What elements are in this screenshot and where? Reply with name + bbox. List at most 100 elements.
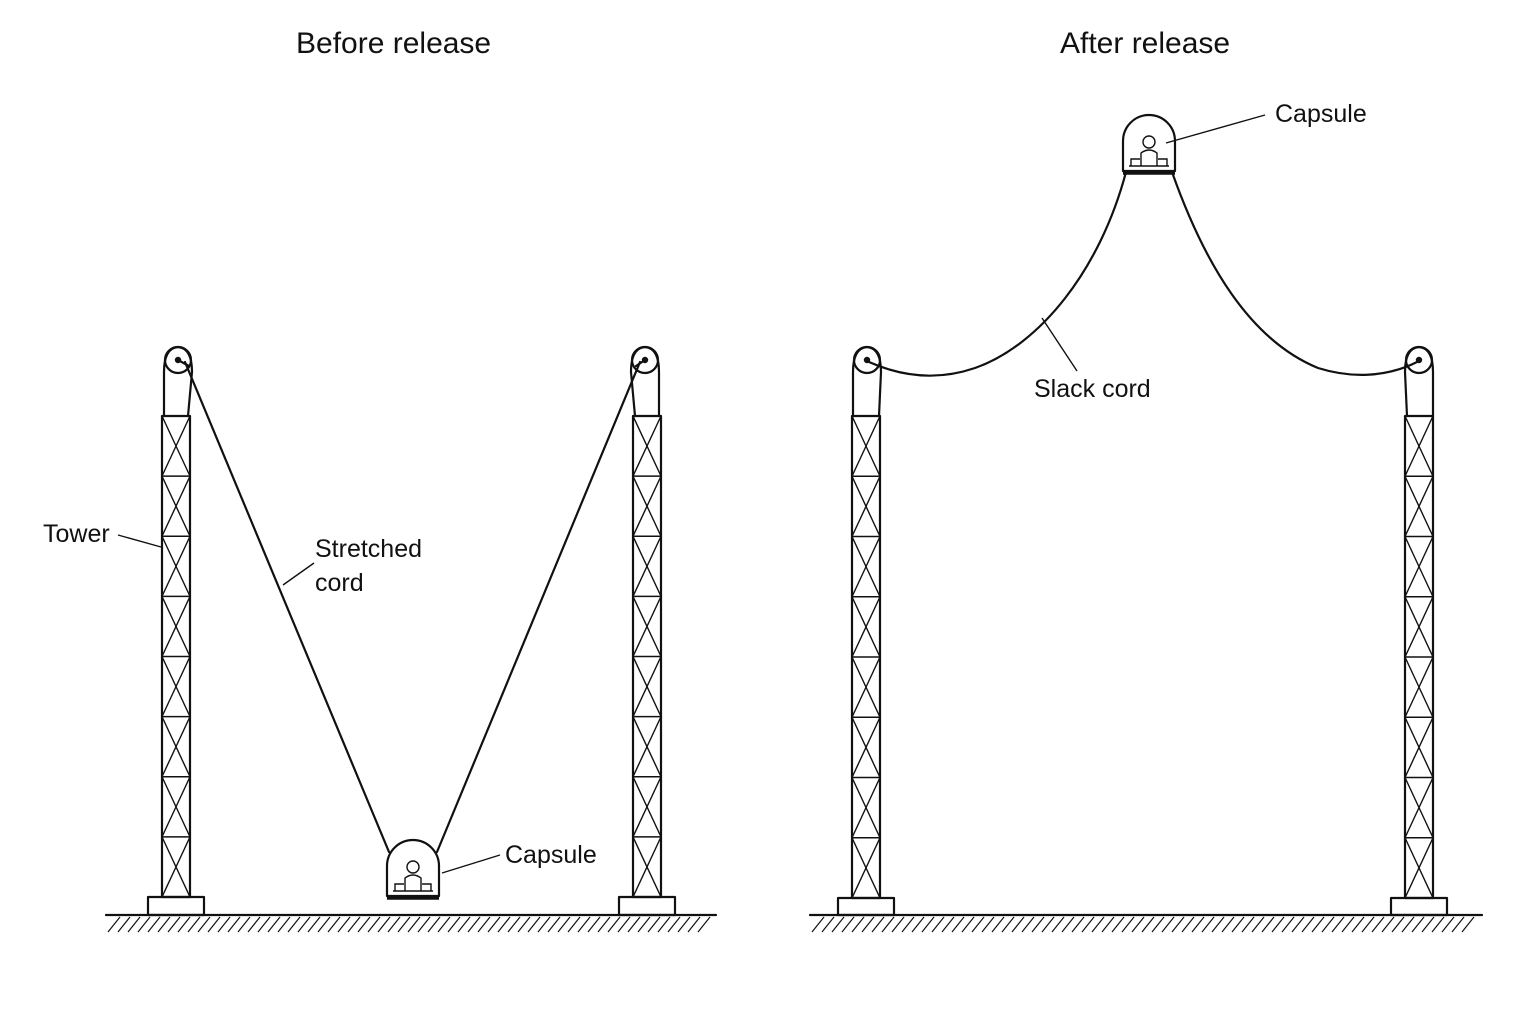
ground-hatch-line [1251, 916, 1265, 933]
pulley-wheel-icon [852, 345, 882, 375]
ground-hatch-line [1301, 916, 1315, 933]
ground-hatch-line [667, 916, 681, 933]
ground-hatch-line [1291, 916, 1305, 933]
stretched-cord-label-line1: Stretched [315, 535, 423, 563]
ground-hatch-line [1321, 916, 1335, 933]
ground-hatch-line [1071, 916, 1085, 933]
ground-hatch-line [1101, 916, 1115, 933]
ground-hatch-line [861, 916, 875, 933]
stretched-cord-label-line2: cord [315, 569, 364, 597]
tower-leader-line [117, 534, 162, 548]
slack-cord-label: Slack cord [1034, 375, 1151, 403]
ground-hatch-line [157, 916, 171, 933]
ground-hatch-line [447, 916, 461, 933]
right-tower-icon [1389, 345, 1449, 917]
lattice-brace [161, 716, 191, 778]
ground-hatch-line [117, 916, 131, 933]
ground-hatch-line [931, 916, 945, 933]
ground-hatch-line [307, 916, 321, 933]
ground-hatch-line [1161, 916, 1175, 933]
ground-hatch-line [1431, 916, 1445, 933]
lattice-brace [1404, 656, 1434, 718]
ground-hatch-line [417, 916, 431, 933]
ground-hatch-line [1121, 916, 1135, 933]
ground-hatch-line [497, 916, 511, 933]
ground-hatch-line [1041, 916, 1055, 933]
ground-hatch-line [377, 916, 391, 933]
lattice-brace [632, 776, 662, 838]
ground-hatch-line [297, 916, 311, 933]
ground-hatch-line [387, 916, 401, 933]
lattice-brace [1404, 777, 1434, 839]
lattice-brace [1404, 475, 1434, 537]
ground-hatch-line [1051, 916, 1065, 933]
slack-cord-leader-line [1041, 317, 1078, 372]
lattice-brace [851, 536, 881, 598]
ground-hatch-line [127, 916, 141, 933]
ground-hatch-line [1171, 916, 1185, 933]
lattice-brace [632, 535, 662, 597]
ground-hatch-line [941, 916, 955, 933]
capsule-leader-line [1165, 114, 1266, 144]
ground-hatch-line [397, 916, 411, 933]
ground-hatch-line [1221, 916, 1235, 933]
ground-hatch-line [811, 916, 825, 933]
ground-hatch-line [107, 916, 121, 933]
lattice-brace [161, 836, 191, 898]
after-panel-title: After release [1060, 27, 1231, 60]
ground-hatch-line [547, 916, 561, 933]
ground-hatch-line [267, 916, 281, 933]
lattice-brace [851, 716, 881, 778]
ground-hatch-line [337, 916, 351, 933]
lattice-brace [1404, 837, 1434, 899]
ground-hatch-line [1131, 916, 1145, 933]
ground-hatch-line [327, 916, 341, 933]
ground-hatch-line [257, 916, 271, 933]
before-panel [104, 345, 718, 933]
ground-hatch-line [1421, 916, 1435, 933]
ground-hatch-line [901, 916, 915, 933]
ground-hatch-line [567, 916, 581, 933]
tower-label: Tower [43, 520, 110, 548]
ground-hatch-line [277, 916, 291, 933]
ground-hatch-line [1351, 916, 1365, 933]
ground-hatch-line [237, 916, 251, 933]
ground-hatch-line [1001, 916, 1015, 933]
ground-hatch-line [1371, 916, 1385, 933]
slack-cord [867, 170, 1419, 377]
ground-hatch-line [357, 916, 371, 933]
lattice-brace [632, 415, 662, 477]
pulley-wheel-icon [1404, 345, 1434, 375]
ground-hatch-line [607, 916, 621, 933]
ground-hatch-line [187, 916, 201, 933]
ground-hatch-line [577, 916, 591, 933]
lattice-brace [161, 415, 191, 477]
ground-hatch-line [831, 916, 845, 933]
lattice-brace [851, 656, 881, 718]
ground-hatch-line [1331, 916, 1345, 933]
ground-hatch-line [1381, 916, 1395, 933]
lattice-brace [851, 777, 881, 839]
ground-hatch-line [981, 916, 995, 933]
ground-hatch-line [467, 916, 481, 933]
ground-hatch-line [1211, 916, 1225, 933]
ground-icon [808, 913, 1484, 933]
ground-hatch-line [891, 916, 905, 933]
stretched-cord-leader-line [282, 562, 315, 586]
ground-hatch-line [487, 916, 501, 933]
right-tower-icon [617, 345, 677, 917]
ground-hatch-line [207, 916, 221, 933]
ground-hatch-line [841, 916, 855, 933]
lattice-brace [851, 415, 881, 477]
ground-hatch-line [167, 916, 181, 933]
ground-hatch-line [1271, 916, 1285, 933]
ground-icon [104, 913, 718, 933]
ground-hatch-line [437, 916, 451, 933]
ground-hatch-line [507, 916, 521, 933]
ground-hatch-line [1411, 916, 1425, 933]
lattice-brace [1404, 536, 1434, 598]
ground-hatch-line [1231, 916, 1245, 933]
ground-hatch-line [1361, 916, 1375, 933]
lattice-brace [632, 656, 662, 717]
